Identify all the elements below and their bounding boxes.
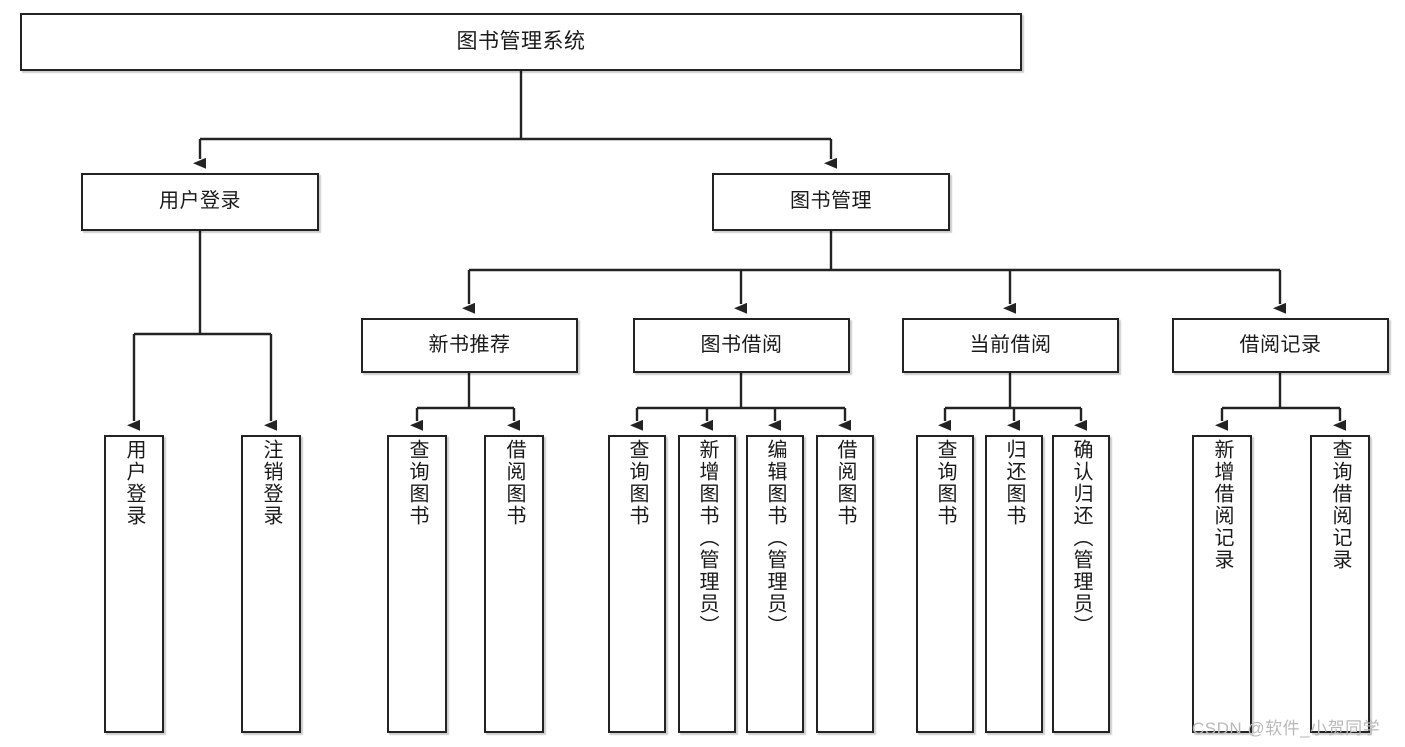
root-label: 图书管理系统 bbox=[456, 29, 586, 53]
leaf-box-0[interactable]: 用户登录 bbox=[104, 435, 164, 733]
level3-box-0[interactable]: 新书推荐 bbox=[361, 318, 578, 373]
level3-box-3[interactable]: 借阅记录 bbox=[1172, 318, 1389, 373]
leaf-label: 查询图书 bbox=[626, 439, 648, 527]
leaf-box-8[interactable]: 查询图书 bbox=[916, 435, 974, 733]
leaf-label: 借阅图书 bbox=[503, 439, 525, 527]
leaf-box-5[interactable]: 新增图书（管理员） bbox=[678, 435, 736, 733]
leaf-label: 确认归还（管理员） bbox=[1070, 439, 1092, 637]
level3-label: 新书推荐 bbox=[428, 333, 511, 356]
level3-box-2[interactable]: 当前借阅 bbox=[902, 318, 1119, 373]
leaf-box-3[interactable]: 借阅图书 bbox=[484, 435, 544, 733]
leaf-label: 注销登录 bbox=[260, 439, 282, 527]
leaf-box-4[interactable]: 查询图书 bbox=[608, 435, 666, 733]
leaf-box-9[interactable]: 归还图书 bbox=[985, 435, 1043, 733]
level2-box-1[interactable]: 图书管理 bbox=[712, 173, 950, 231]
level3-box-1[interactable]: 图书借阅 bbox=[633, 318, 850, 373]
leaf-label: 用户登录 bbox=[123, 439, 145, 527]
root-box-0[interactable]: 图书管理系统 bbox=[20, 13, 1022, 71]
level2-label: 用户登录 bbox=[159, 190, 241, 213]
leaf-box-10[interactable]: 确认归还（管理员） bbox=[1052, 435, 1110, 733]
leaf-label: 新增图书（管理员） bbox=[696, 439, 718, 637]
leaf-label: 归还图书 bbox=[1003, 439, 1025, 527]
leaf-label: 借阅图书 bbox=[834, 439, 856, 527]
leaf-box-6[interactable]: 编辑图书（管理员） bbox=[746, 435, 804, 733]
leaf-label: 查询图书 bbox=[406, 439, 428, 527]
leaf-label: 编辑图书（管理员） bbox=[764, 439, 786, 637]
leaf-box-11[interactable]: 新增借阅记录 bbox=[1192, 435, 1252, 733]
leaf-box-7[interactable]: 借阅图书 bbox=[816, 435, 874, 733]
leaf-box-1[interactable]: 注销登录 bbox=[241, 435, 301, 733]
level2-label: 图书管理 bbox=[790, 190, 872, 213]
level3-label: 图书借阅 bbox=[700, 333, 783, 356]
leaf-box-2[interactable]: 查询图书 bbox=[387, 435, 447, 733]
level2-box-0[interactable]: 用户登录 bbox=[81, 173, 319, 231]
edge-group bbox=[127, 71, 1346, 431]
level3-label: 借阅记录 bbox=[1239, 333, 1322, 356]
leaf-box-12[interactable]: 查询借阅记录 bbox=[1310, 435, 1370, 733]
leaf-label: 查询图书 bbox=[934, 439, 956, 527]
leaf-label: 新增借阅记录 bbox=[1211, 439, 1233, 571]
level3-label: 当前借阅 bbox=[969, 333, 1052, 356]
leaf-label: 查询借阅记录 bbox=[1329, 439, 1351, 571]
